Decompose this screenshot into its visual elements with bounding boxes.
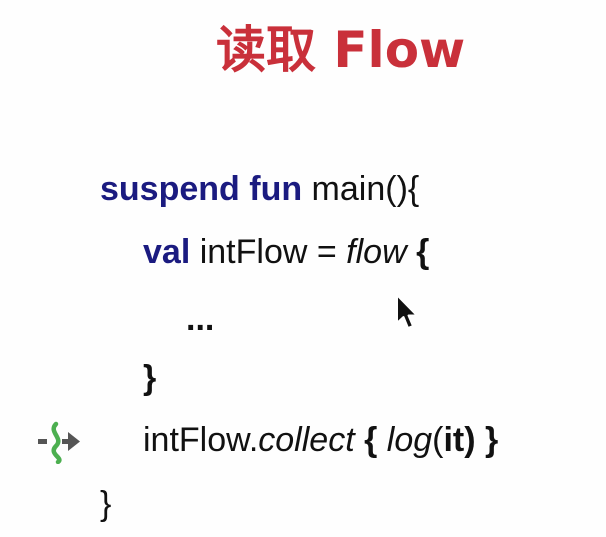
mouse-cursor-icon bbox=[395, 293, 421, 333]
code-line-1: suspend fun main(){ bbox=[100, 167, 419, 211]
it-argument: it bbox=[443, 421, 465, 459]
code-line-5: intFlow.collect { log(it) } bbox=[143, 418, 498, 462]
function-signature: main(){ bbox=[302, 170, 420, 208]
code-line-6: } bbox=[100, 482, 111, 526]
open-brace: { bbox=[406, 233, 430, 271]
lambda-close: ) } bbox=[464, 421, 499, 459]
slide-title: 读取 Flow bbox=[216, 21, 466, 79]
keyword-suspend-fun: suspend fun bbox=[100, 170, 303, 208]
flow-builder: flow bbox=[346, 233, 407, 271]
close-brace: } bbox=[143, 359, 157, 397]
code-line-4: } bbox=[143, 356, 156, 400]
main-close-brace: } bbox=[100, 485, 112, 523]
ellipsis: ... bbox=[186, 300, 215, 338]
suspend-call-icon[interactable] bbox=[36, 420, 84, 465]
receiver: intFlow. bbox=[143, 421, 259, 459]
keyword-val: val bbox=[143, 233, 191, 271]
collect-call: collect bbox=[258, 421, 355, 459]
lambda-open-brace: { bbox=[354, 421, 387, 459]
log-call: log bbox=[386, 421, 433, 459]
code-line-3: ... bbox=[186, 297, 214, 341]
open-paren: ( bbox=[432, 421, 444, 459]
variable-assignment: intFlow = bbox=[190, 233, 347, 271]
code-line-2: val intFlow = flow { bbox=[143, 230, 429, 274]
